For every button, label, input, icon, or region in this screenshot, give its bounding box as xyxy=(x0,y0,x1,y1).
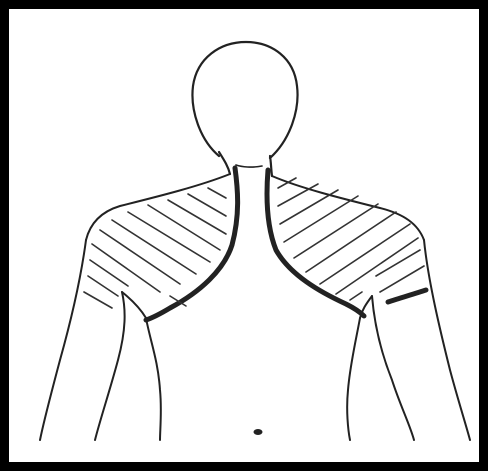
right-torso-side xyxy=(347,318,360,440)
right-arm-outline xyxy=(424,240,470,440)
right-arm-inner xyxy=(372,296,414,440)
left-armpit-fold xyxy=(122,292,146,318)
left-arm-outline xyxy=(40,240,86,440)
left-shoulder-shading xyxy=(84,188,226,308)
left-arm-inner xyxy=(95,292,125,440)
left-trapezius-band xyxy=(146,168,238,320)
collar-line xyxy=(236,165,262,167)
left-torso-side xyxy=(146,318,161,440)
neck-left xyxy=(219,152,230,174)
right-arm-mark xyxy=(388,290,426,302)
head-outline xyxy=(192,42,297,158)
right-shoulder-shading xyxy=(278,178,424,300)
navel xyxy=(254,429,263,435)
neck-right xyxy=(270,156,272,176)
